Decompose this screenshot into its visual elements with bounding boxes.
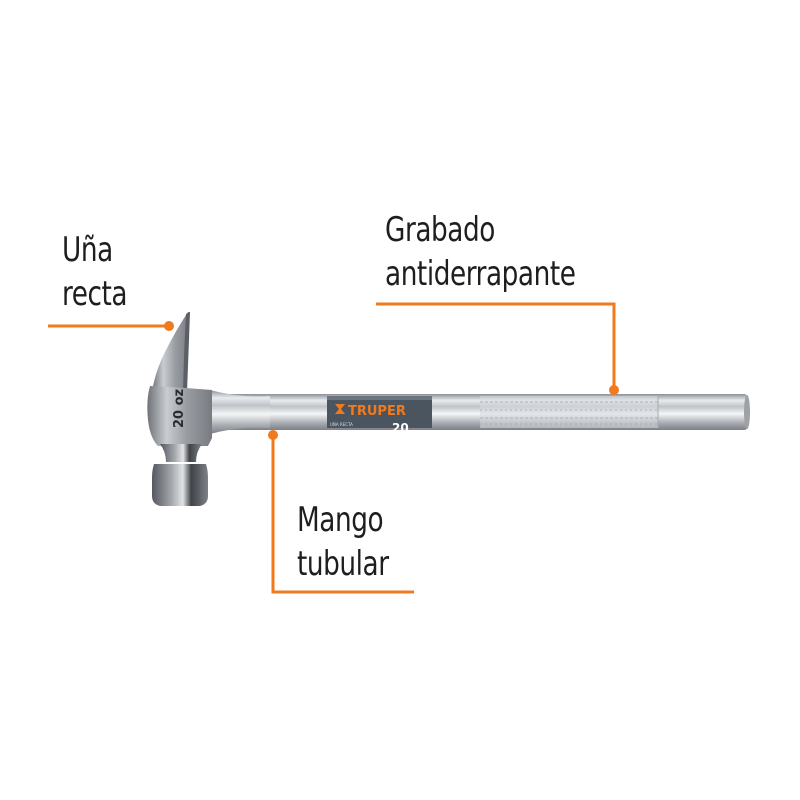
hammer-head: 20 oz <box>147 312 212 506</box>
callout-handle-pointer <box>271 435 414 594</box>
callout-handle-line-2: tubular <box>297 544 389 584</box>
callout-grip-pointer <box>376 302 616 389</box>
callout-claw-dot <box>164 321 174 331</box>
callout-grip-line-1: Grabado <box>385 210 495 250</box>
callout-handle-label: Mango tubular <box>297 498 389 586</box>
band-number: 20 <box>392 421 409 435</box>
handle-tube <box>205 394 750 430</box>
callout-grip-dot <box>609 385 619 395</box>
head-weight-marking: 20 oz <box>172 389 187 428</box>
callout-grip-line-2: antiderrapante <box>385 254 576 294</box>
callout-handle-line-1: Mango <box>297 500 384 540</box>
band-small-text: UÑA RECTA <box>330 422 353 427</box>
callout-handle-dot <box>268 430 278 440</box>
callout-claw-label: Uña recta <box>62 228 128 316</box>
callout-grip-label: Grabado antiderrapante <box>385 208 576 296</box>
callout-claw-line-2: recta <box>62 274 128 314</box>
callout-claw-line-1: Uña <box>62 230 113 270</box>
truper-logo-icon <box>335 404 345 414</box>
brand-name: TRUPER <box>348 404 406 419</box>
hammer-neck <box>210 390 270 434</box>
brand-band: TRUPER UÑA RECTA 20 <box>327 396 432 435</box>
